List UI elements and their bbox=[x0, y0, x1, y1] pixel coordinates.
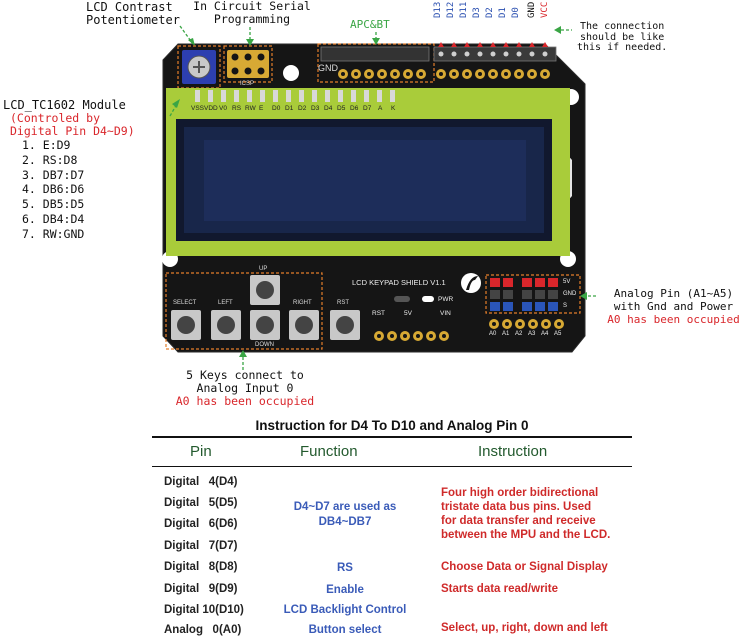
lcd-pin-d1: D1 bbox=[285, 105, 294, 112]
button-label-up: UP bbox=[259, 266, 268, 272]
lcd-pin-rw: RW bbox=[245, 105, 256, 112]
lcd-pin-d4: D4 bbox=[324, 105, 333, 112]
lcd-pin-d0: D0 bbox=[272, 105, 281, 112]
analog-pin-a5: A5 bbox=[554, 331, 562, 337]
power-pin-vin: VIN bbox=[440, 310, 451, 317]
lcd-module-title: LCD_TC1602 Module bbox=[3, 98, 126, 112]
analog-pin-a2: A2 bbox=[515, 331, 523, 337]
header-instruction: Instruction bbox=[478, 443, 548, 460]
pin-instruction-table: Instruction for D4 To D10 and Analog Pin… bbox=[152, 418, 632, 639]
top-pin-labels: D13 D12 D11 D3 D2 D1 D0 GND VCC bbox=[431, 2, 571, 44]
lcd-pin-mapping-list: 1. E:D9 2. RS:D8 3. DB7:D7 4. DB6:D6 5. … bbox=[22, 138, 84, 242]
list-item: 4. DB6:D6 bbox=[22, 182, 85, 197]
pin-label-d11: D11 bbox=[459, 1, 469, 18]
analog-pin-a1: A1 bbox=[502, 331, 510, 337]
lcd-pin-rs: RS bbox=[232, 105, 242, 112]
list-item: 7. RW:GND bbox=[22, 226, 85, 241]
table-title: Instruction for D4 To D10 and Analog Pin… bbox=[255, 418, 529, 433]
list-item: 6. DB4:D4 bbox=[22, 211, 85, 226]
pin-label-vcc: VCC bbox=[540, 1, 550, 18]
lcd-pin-d3: D3 bbox=[311, 105, 320, 112]
lcd-pin-k: K bbox=[391, 105, 396, 112]
side-label-s: S bbox=[563, 303, 568, 309]
instruction-button: Select, up, right, down and left bbox=[441, 622, 608, 634]
instruction-rs: Choose Data or Signal Display bbox=[441, 561, 608, 573]
side-label-5v: 5V bbox=[563, 279, 571, 285]
button-label-select: SELECT bbox=[173, 300, 197, 306]
analog-pin-labels: A0 A1 A2 A3 A4 A5 bbox=[489, 331, 569, 340]
pin-label-gnd: GND bbox=[527, 1, 537, 18]
connection-note: The connection should be like this if ne… bbox=[577, 21, 668, 53]
lcd-pin-d7: D7 bbox=[363, 105, 372, 112]
lcd-pin-d2: D2 bbox=[298, 105, 307, 112]
pin-label-d13: D13 bbox=[433, 1, 443, 18]
button-label-left: LEFT bbox=[218, 300, 233, 306]
lcd-pin-e: E bbox=[259, 105, 264, 112]
header-pin: Pin bbox=[190, 443, 212, 460]
table-row-pin: Digital 4(D4) bbox=[164, 476, 238, 488]
apc-bt-label: APC&BT bbox=[350, 18, 390, 31]
lcd-pin-d6: D6 bbox=[350, 105, 359, 112]
table-row-pin: Digital 8(D8) bbox=[164, 561, 238, 573]
analog-pin-a0: A0 bbox=[489, 331, 497, 337]
table-row-pin: Digital 7(D7) bbox=[164, 540, 238, 552]
table-row-pin: Analog 0(A0) bbox=[164, 624, 242, 636]
list-item: 5. DB5:D5 bbox=[22, 197, 85, 212]
function-data-bus: D4~D7 are used as DB4~DB7 bbox=[293, 501, 397, 528]
lcd-pin-labels: VSS VDD V0 RS RW E D0 D1 D2 D3 D4 D5 D6 … bbox=[191, 105, 411, 115]
header-function: Function bbox=[300, 443, 358, 460]
table-top-rule bbox=[152, 436, 632, 438]
instruction-data-bus: Four high order bidirectional tristate d… bbox=[441, 487, 611, 541]
table-header-rule bbox=[152, 466, 632, 467]
pin-label-d1: D1 bbox=[498, 7, 508, 18]
power-pin-rst: RST bbox=[372, 310, 385, 317]
side-label-gnd: GND bbox=[563, 291, 577, 297]
button-label-down: DOWN bbox=[255, 342, 274, 348]
list-item: 3. DB7:D7 bbox=[22, 167, 85, 182]
lcd-contrast-label: LCD Contrast Potentiometer bbox=[86, 0, 180, 27]
list-item: 2. RS:D8 bbox=[22, 152, 78, 167]
shield-name: LCD KEYPAD SHIELD V1.1 bbox=[352, 278, 446, 287]
pin-label-d2: D2 bbox=[485, 7, 495, 18]
keys-annotation: 5 Keys connect to Analog Input 0 A0 has … bbox=[175, 368, 315, 408]
pwr-label: PWR bbox=[438, 296, 454, 303]
lcd-pin-vss: VSS bbox=[191, 105, 205, 112]
analog-annotation: Analog Pin (A1~A5) with Gnd and Power A0… bbox=[607, 287, 740, 326]
table-row-pin: Digital 9(D9) bbox=[164, 583, 238, 595]
function-enable: Enable bbox=[326, 584, 364, 596]
pin-label-d3: D3 bbox=[472, 7, 482, 18]
gnd-header-label: GND bbox=[318, 63, 338, 73]
lcd-pin-v0: V0 bbox=[219, 105, 227, 112]
instruction-enable: Starts data read/write bbox=[441, 583, 558, 595]
power-pin-5v: 5V bbox=[404, 310, 412, 317]
table-row-pin: Digital 10(D10) bbox=[164, 604, 244, 616]
icsp-annotation: In Circuit Serial Programming bbox=[193, 0, 311, 26]
button-label-rst: RST bbox=[337, 300, 349, 306]
list-item: 1. E:D9 bbox=[22, 138, 71, 152]
pin-label-d0: D0 bbox=[511, 7, 521, 18]
table-row-pin: Digital 5(D5) bbox=[164, 497, 238, 509]
function-backlight: LCD Backlight Control bbox=[283, 604, 407, 616]
pin-label-d12: D12 bbox=[446, 1, 456, 18]
function-button: Button select bbox=[308, 624, 382, 636]
lcd-pin-vdd: VDD bbox=[204, 105, 218, 112]
icsp-label: ICSP bbox=[240, 81, 255, 87]
analog-pin-a3: A3 bbox=[528, 331, 536, 337]
table-row-pin: Digital 6(D6) bbox=[164, 518, 238, 530]
analog-pin-a4: A4 bbox=[541, 331, 549, 337]
function-rs: RS bbox=[337, 562, 353, 574]
lcd-module-control: (Controled by Digital Pin D4~D9) bbox=[10, 111, 135, 138]
lcd-pin-d5: D5 bbox=[337, 105, 346, 112]
button-label-right: RIGHT bbox=[293, 300, 312, 306]
lcd-keypad-shield-board bbox=[162, 25, 596, 370]
lcd-pin-a: A bbox=[378, 105, 383, 112]
